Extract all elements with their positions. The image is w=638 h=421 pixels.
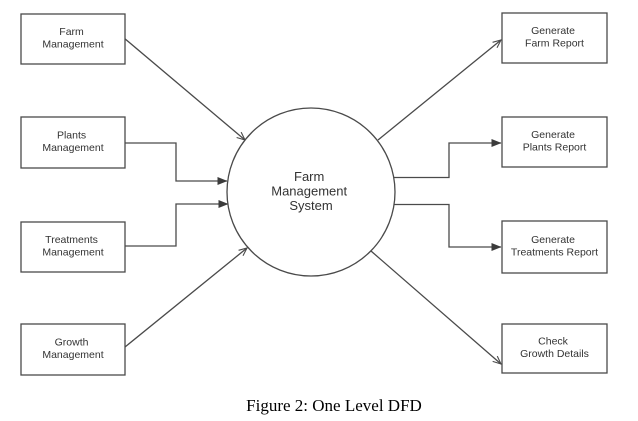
output-generate-farm-report: Generate Farm Report (501, 12, 608, 64)
entity-growth-management-label: Growth Management (42, 337, 103, 362)
label-line: Plants (57, 130, 86, 142)
output-generate-plants-report: Generate Plants Report (501, 116, 608, 168)
entity-plants-management-label: Plants Management (42, 130, 103, 155)
flow-system-to-generate-treatments-report (394, 203, 502, 251)
process-circle (226, 107, 396, 277)
flow-system-to-generate-farm-report (377, 39, 503, 141)
entity-farm-management-label: Farm Management (42, 26, 103, 51)
label-line: Management (42, 349, 103, 361)
entity-growth-management: Growth Management (20, 323, 126, 376)
output-generate-plants-report-label: Generate Plants Report (523, 129, 587, 154)
flow-plants-management-to-system (125, 142, 228, 185)
label-line: Treatments (45, 234, 98, 246)
process-label: Farm Management System (271, 169, 351, 213)
label-line: Management (42, 247, 103, 259)
entity-treatments-management-box (20, 221, 126, 273)
label-line: Growth (55, 337, 89, 349)
output-generate-plants-report-box (501, 116, 608, 168)
entity-treatments-management: Treatments Management (20, 221, 126, 273)
entity-farm-management-box (20, 13, 126, 65)
label-line: Growth Details (520, 348, 589, 360)
entity-plants-management: Plants Management (20, 116, 126, 169)
label-line: Management (42, 39, 103, 51)
flow-farm-management-to-system (123, 37, 247, 141)
connectors (123, 37, 503, 365)
output-check-growth-details-label: Check Growth Details (520, 336, 589, 361)
flow-system-to-check-growth-details (370, 250, 503, 365)
figure-caption: Figure 2: One Level DFD (246, 396, 422, 415)
process-farm-management-system: Farm Management System (226, 107, 396, 277)
flow-system-to-generate-plants-report (394, 139, 502, 179)
label-line: Farm (59, 26, 84, 38)
output-generate-farm-report-label: Generate Farm Report (525, 25, 584, 50)
label-line: Plants Report (523, 142, 587, 154)
output-generate-treatments-report: Generate Treatments Report (501, 220, 608, 274)
label-line: Generate (531, 129, 575, 141)
entity-plants-management-box (20, 116, 126, 169)
label-line: Check (538, 336, 569, 348)
entity-growth-management-box (20, 323, 126, 376)
flow-growth-management-to-system (124, 247, 249, 348)
entity-treatments-management-label: Treatments Management (42, 234, 103, 259)
label-line: Farm Report (525, 38, 584, 50)
label-line: Farm (294, 169, 324, 184)
label-line: Treatments Report (511, 247, 598, 259)
label-line: System (289, 198, 332, 213)
entity-farm-management: Farm Management (20, 13, 126, 65)
label-line: Generate (531, 234, 575, 246)
output-generate-farm-report-box (501, 12, 608, 64)
output-check-growth-details: Check Growth Details (501, 323, 608, 374)
output-generate-treatments-report-box (501, 220, 608, 274)
label-line: Generate (531, 25, 575, 37)
output-check-growth-details-box (501, 323, 608, 374)
label-line: Management (42, 142, 103, 154)
label-line: Management (271, 184, 347, 199)
flow-treatments-management-to-system (125, 200, 229, 247)
output-generate-treatments-report-label: Generate Treatments Report (511, 234, 598, 259)
